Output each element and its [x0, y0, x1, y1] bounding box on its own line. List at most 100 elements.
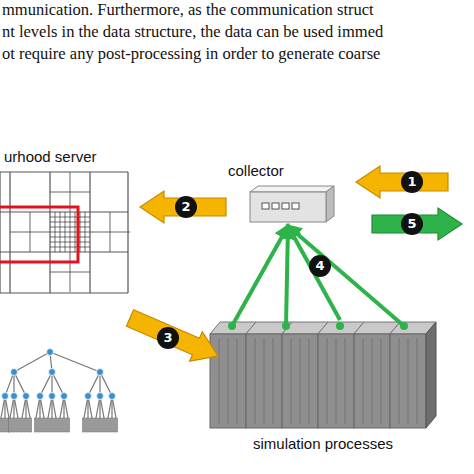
- device-led: [272, 203, 279, 209]
- rack-front: [354, 334, 390, 428]
- tree-leaf: [9, 418, 12, 432]
- device-led: [262, 203, 269, 209]
- tree-leaf: [99, 418, 102, 432]
- node-label: simulation processes: [253, 435, 393, 452]
- tree-node: [11, 369, 18, 376]
- device-led: [292, 203, 299, 209]
- tree-node: [37, 393, 44, 400]
- input-arrow: [356, 166, 448, 198]
- collector-box: collector: [226, 160, 332, 224]
- grid-line: [50, 237, 90, 238]
- rack-side: [426, 322, 436, 428]
- rack-slot: [381, 338, 382, 424]
- rack-slot: [291, 338, 292, 424]
- tree-leaf: [55, 418, 58, 432]
- grid-line: [0, 251, 128, 252]
- node-label: collector: [228, 162, 284, 179]
- rack-slot: [255, 338, 256, 424]
- tree-leaf: [83, 418, 86, 432]
- server-region: urhood server: [2, 146, 130, 296]
- rack-slot: [345, 338, 346, 424]
- process-group: simulation processes: [205, 320, 441, 454]
- rack-illustration: [210, 322, 436, 428]
- tree-node: [47, 349, 54, 356]
- tree-leaf: [0, 418, 3, 432]
- rack-slot: [336, 338, 337, 424]
- rack-front: [390, 334, 426, 428]
- tree-leaf: [29, 418, 32, 432]
- collector-device: [250, 186, 334, 222]
- device-front: [250, 192, 326, 222]
- flow-dot: [282, 322, 290, 330]
- flow-dot: [228, 322, 236, 330]
- callout-number: 1: [401, 171, 423, 193]
- tree-node: [23, 393, 30, 400]
- tree-leaf: [8, 418, 11, 432]
- grid-line: [50, 232, 90, 233]
- tree-node: [49, 369, 56, 376]
- rack-slot: [327, 338, 328, 424]
- rack-slot: [399, 338, 400, 424]
- tree-leaf: [13, 418, 16, 432]
- grid-line: [0, 172, 1, 293]
- tree-leaf: [103, 418, 106, 432]
- grid-line: [0, 171, 128, 172]
- tree-leaf: [107, 418, 110, 432]
- rack-slot: [228, 338, 229, 424]
- grid-line: [49, 172, 50, 293]
- node-label: urhood server: [4, 148, 97, 165]
- grid-line: [89, 172, 90, 293]
- device-top: [250, 186, 334, 192]
- tree-leaf: [91, 418, 94, 432]
- callout-number: 5: [401, 213, 423, 235]
- grid-line: [75, 212, 76, 252]
- tree-node: [49, 393, 56, 400]
- tree-leaf: [63, 418, 66, 432]
- paper-text: mmunication. Furthermore, as the communi…: [2, 0, 374, 20]
- data-flow-arrow: [288, 226, 340, 320]
- tree-node: [61, 393, 68, 400]
- tree-leaf: [59, 418, 62, 432]
- paper-text: nt levels in the data structure, the dat…: [2, 22, 383, 42]
- tree-leaf: [39, 418, 42, 432]
- rack-front: [282, 334, 318, 428]
- tree-node: [11, 393, 18, 400]
- tree-leaf: [115, 418, 118, 432]
- flow-dot: [336, 322, 344, 330]
- grid-line: [9, 172, 10, 293]
- tree-illustration: [0, 349, 118, 433]
- rack-slot: [219, 338, 220, 424]
- tree-leaf: [47, 418, 50, 432]
- grid-line: [50, 192, 90, 193]
- tree-line: [40, 372, 52, 396]
- rack-slot: [372, 338, 373, 424]
- rack-slot: [237, 338, 238, 424]
- grid-line: [0, 211, 128, 212]
- rack-slot: [273, 338, 274, 424]
- tree-node: [97, 369, 104, 376]
- tree-node: [2, 393, 9, 400]
- rack-slot: [417, 338, 418, 424]
- rack-slot: [309, 338, 310, 424]
- tree-line: [50, 352, 100, 372]
- tree-node: [85, 393, 92, 400]
- tree-line: [14, 352, 50, 372]
- tree-leaf: [21, 418, 24, 432]
- grid-illustration: [0, 172, 130, 293]
- distribute-arrow: [126, 310, 218, 361]
- tree-leaf: [35, 418, 38, 432]
- tree-leaf: [43, 418, 46, 432]
- callout-number: 2: [175, 196, 197, 218]
- tree-node: [97, 393, 104, 400]
- rack-front: [246, 334, 282, 428]
- flow-dot: [400, 322, 408, 330]
- callout-number: 3: [157, 327, 179, 349]
- grid-line: [50, 242, 90, 243]
- grid-line: [0, 292, 128, 293]
- rack-slot: [408, 338, 409, 424]
- data-flow-line: [232, 226, 288, 326]
- tree-line: [100, 372, 112, 396]
- grid-line: [80, 212, 81, 252]
- tree-leaf: [25, 418, 28, 432]
